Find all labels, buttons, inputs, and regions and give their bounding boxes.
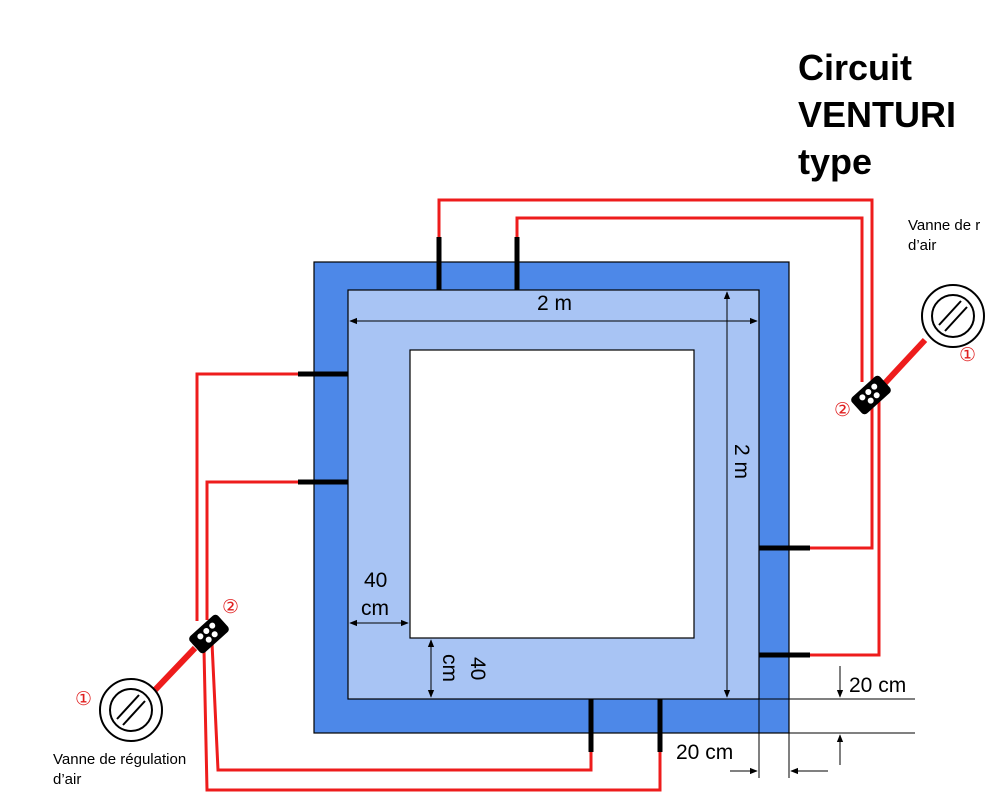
inner-height-label: 2 m [730, 444, 753, 480]
pipe-top-1 [437, 198, 874, 550]
valve-right-label-1: Vanne de r [908, 217, 981, 234]
connector-right-number: ② [834, 399, 852, 421]
outer-band-right-label: 20 cm [849, 674, 907, 697]
title-line-2: VENTURI [798, 94, 957, 135]
pipe-bottom-1 [210, 642, 593, 772]
inner-width-label: 2 m [537, 292, 573, 315]
valve-pipe-left [152, 645, 198, 693]
title-line-1: Circuit [798, 47, 913, 88]
pipe-bottom-2 [202, 649, 662, 792]
valve-left-handle-2 [122, 700, 146, 726]
pipe-left-2 [205, 480, 299, 620]
nozzles [298, 237, 810, 752]
valve-right-number: ① [959, 344, 977, 366]
center-area [409, 349, 695, 639]
valve-left[interactable] [99, 678, 163, 742]
title-line-3: type [798, 141, 873, 182]
valve-left-label-2: d’air [53, 771, 82, 788]
outer-band-bottom-label: 20 cm [676, 741, 734, 764]
wall-vertical-label-2: cm [438, 654, 461, 682]
valve-right-label-2: d’air [908, 237, 937, 254]
valve-pipe-right [882, 337, 928, 386]
dimension-lines [349, 291, 915, 778]
pipe-right-lower [810, 390, 881, 657]
pipes [195, 198, 881, 792]
valve-left-handle-1 [116, 694, 140, 720]
valve-right-handle-1 [938, 300, 962, 326]
valve-right[interactable] [921, 284, 985, 348]
valve-left-label-1: Vanne de régulation [53, 751, 187, 768]
valve-right-handle-2 [944, 306, 968, 332]
valve-left-number: ① [75, 688, 93, 710]
connector-right [851, 375, 891, 415]
wall-horizontal-label-2: cm [361, 597, 389, 620]
valve-right-disc [931, 294, 975, 338]
pipe-top-2 [515, 216, 864, 382]
wall-horizontal-label-1: 40 [364, 569, 388, 592]
valve-left-disc [109, 688, 153, 732]
connector-left [189, 614, 229, 654]
pipe-left-1 [195, 372, 299, 621]
connector-left-number: ② [222, 596, 240, 618]
wall-vertical-label-1: 40 [466, 657, 489, 681]
